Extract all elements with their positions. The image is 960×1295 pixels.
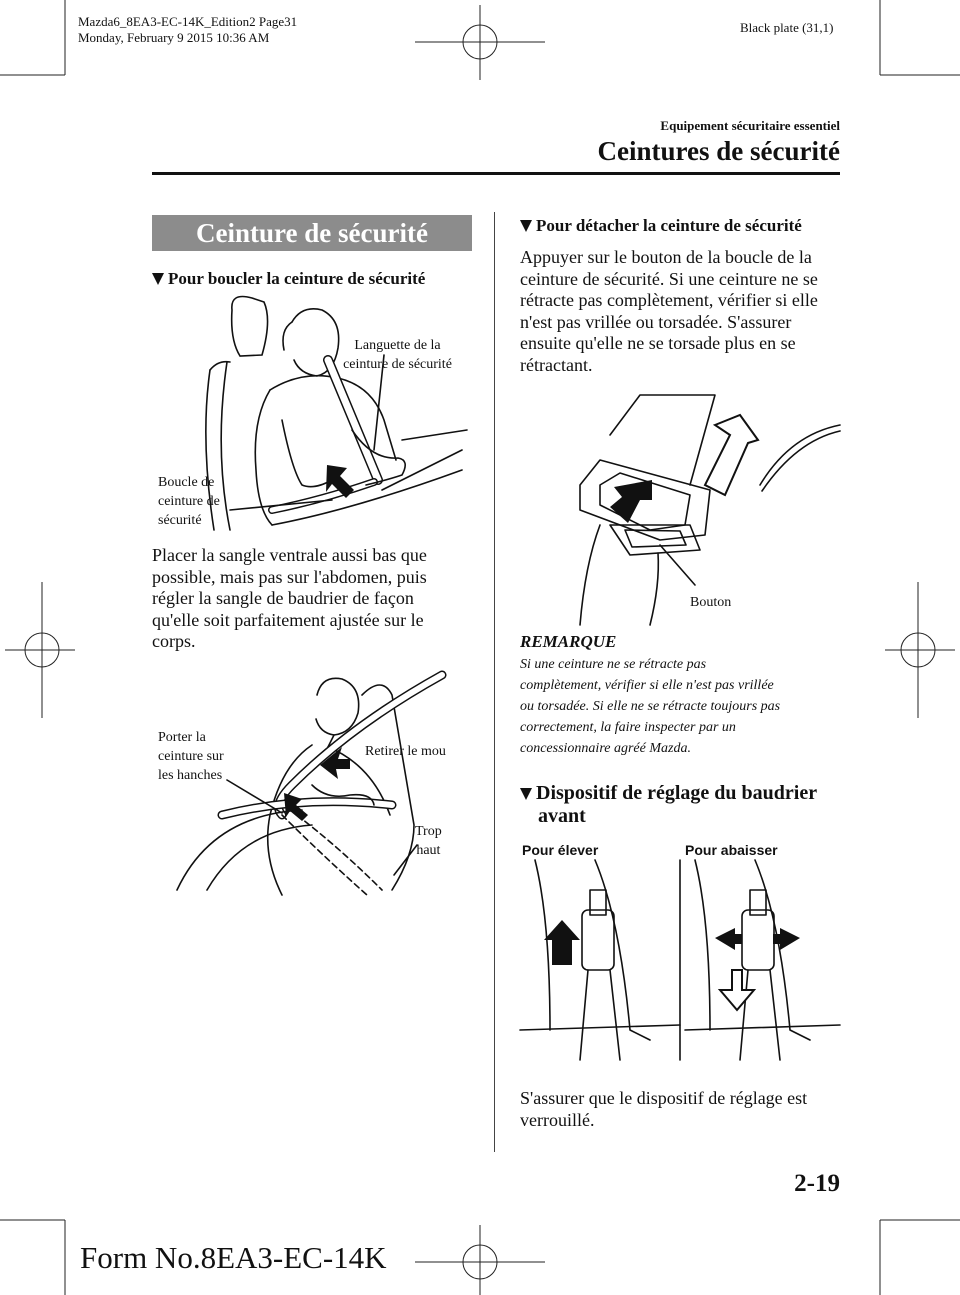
unbuckle-paragraph: Appuyer sur le bouton de la boucle de la…: [520, 247, 818, 375]
note-body: Si une ceinture ne se rétracte pas compl…: [520, 657, 781, 756]
plate-label: Black plate (31,1): [740, 20, 834, 35]
squeeze-left-arrow-icon: [715, 928, 742, 950]
triangle-bullet-icon: [520, 788, 532, 800]
print-date-line: Monday, February 9 2015 10:36 AM: [78, 30, 270, 45]
button-shape: [624, 529, 687, 548]
triangle-bullet-icon: [152, 273, 164, 285]
label-lower: Pour abaisser: [685, 842, 778, 858]
label-tongue: Languette de la ceinture de sécurité: [343, 338, 452, 372]
print-file-line: Mazda6_8EA3-EC-14K_Edition2 Page31: [78, 14, 298, 29]
final-paragraph: S'assurer que le dispositif de réglage e…: [520, 1088, 808, 1130]
release-up-arrow-icon: [703, 413, 760, 497]
pull-arrow-icon: [320, 747, 350, 779]
figure-adjuster-illustration: [519, 859, 841, 1061]
note-title: REMARQUE: [520, 632, 617, 651]
heading-adjuster: Dispositif de réglage du baudrier avant: [520, 782, 817, 828]
squeeze-right-arrow-icon: [773, 928, 800, 950]
chapter-title: Ceintures de sécurité: [597, 136, 840, 166]
label-slack: Retirer le mou: [365, 744, 446, 759]
figure-buckling-illustration: [205, 295, 468, 531]
label-buckle: Boucle de ceinture de sécurité: [158, 475, 220, 528]
triangle-bullet-icon: [520, 220, 532, 232]
figure-belt-position-illustration: [176, 670, 447, 896]
push-down-arrow-icon: [610, 480, 652, 523]
label-hips: Porter la ceinture sur les hanches: [158, 730, 224, 783]
buckle-paragraph: Placer la sangle ventrale aussi bas que …: [152, 545, 427, 651]
push-down-arrow-icon: [284, 793, 308, 821]
raise-arrow-icon: [544, 920, 580, 965]
header-rule: [152, 172, 840, 175]
section-banner: Ceinture de sécurité: [152, 215, 472, 251]
label-button: Bouton: [690, 595, 732, 610]
column-divider: [494, 212, 495, 1152]
label-too-high: Trop haut: [415, 824, 442, 858]
figure-release-button-illustration: [579, 394, 841, 626]
label-raise: Pour élever: [522, 842, 599, 858]
form-number: Form No.8EA3-EC-14K: [80, 1240, 387, 1275]
section-title: Equipement sécuritaire essentiel: [660, 118, 840, 133]
push-arrow-icon: [326, 465, 354, 498]
page-number: 2-19: [794, 1170, 840, 1197]
lower-arrow-icon: [717, 969, 757, 1012]
heading-unbuckle: Pour détacher la ceinture de sécurité: [520, 215, 802, 236]
heading-buckle: Pour boucler la ceinture de sécurité: [152, 268, 425, 289]
